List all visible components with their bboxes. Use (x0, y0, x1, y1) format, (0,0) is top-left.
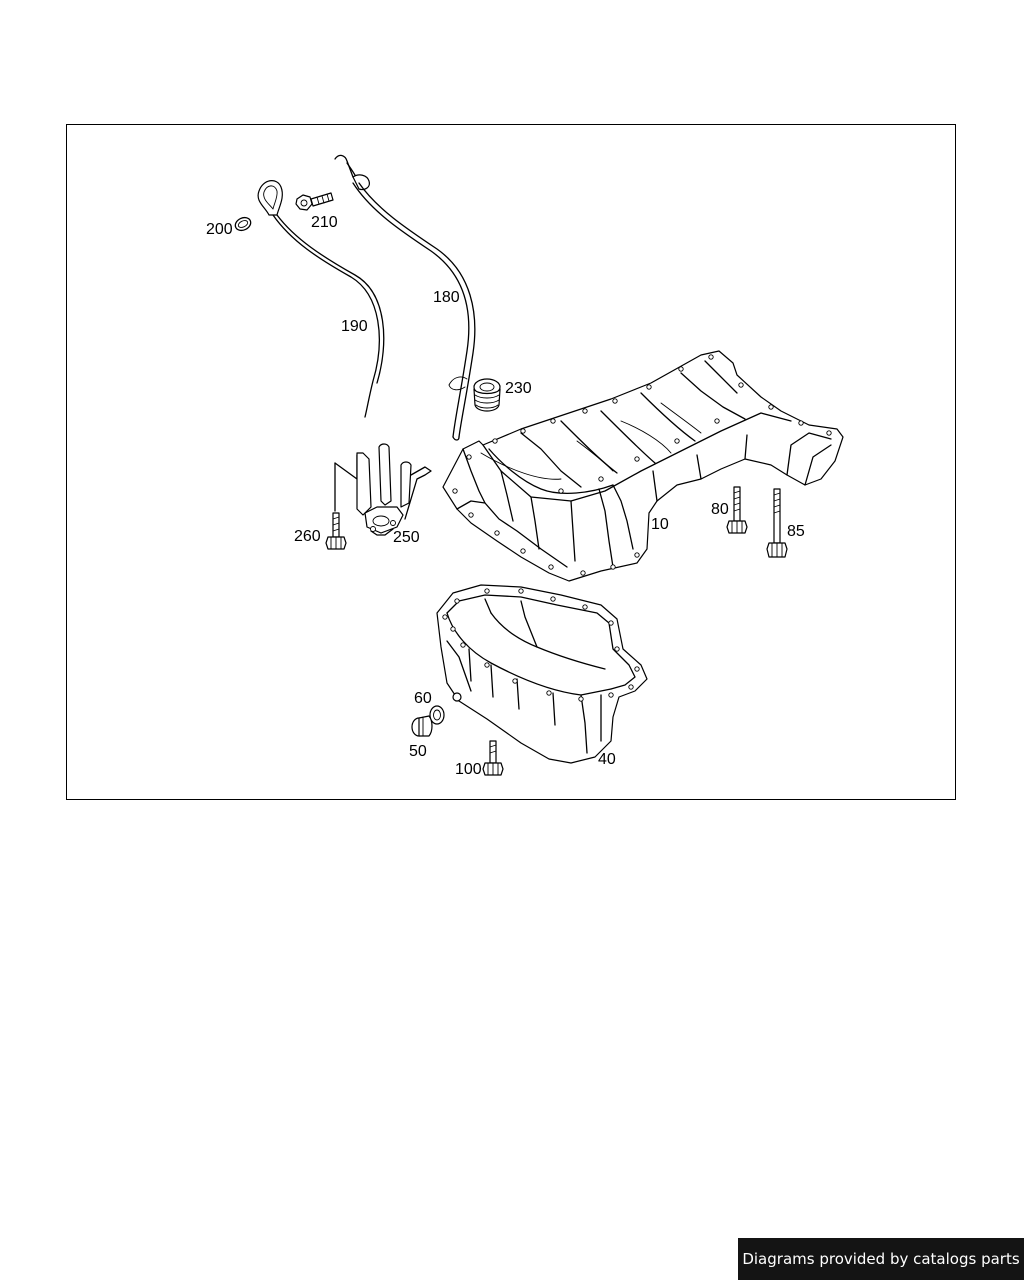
label-40: 40 (598, 751, 616, 768)
credit-text: Diagrams provided by catalogs parts (742, 1250, 1020, 1268)
part-250-oil-pickup[interactable] (334, 443, 432, 536)
label-250: 250 (393, 529, 420, 546)
label-180: 180 (433, 289, 460, 306)
part-80-bolt[interactable] (726, 486, 748, 534)
label-100: 100 (455, 761, 482, 778)
part-260-bolt[interactable] (325, 512, 347, 550)
diagram-frame: 200 210 190 180 230 10 80 85 260 250 60 … (66, 124, 956, 800)
label-230: 230 (505, 380, 532, 397)
part-100-bolt[interactable] (482, 740, 504, 776)
label-210: 210 (311, 214, 338, 231)
part-190-dipstick[interactable] (257, 180, 385, 418)
oil-pan-exploded-diagram: 200 210 190 180 230 10 80 85 260 250 60 … (206, 154, 844, 778)
part-40-lower-oil-pan[interactable] (436, 584, 648, 764)
part-180-guide-tube[interactable] (334, 154, 476, 441)
label-80: 80 (711, 501, 729, 518)
label-260: 260 (294, 528, 321, 545)
label-200: 200 (206, 221, 233, 238)
part-50-drain-plug[interactable] (411, 715, 433, 737)
part-200-o-ring[interactable] (233, 215, 253, 233)
part-210-bolt[interactable] (295, 192, 334, 211)
part-230-plug[interactable] (473, 378, 501, 412)
label-60: 60 (414, 690, 432, 707)
part-60-seal-ring[interactable] (429, 705, 445, 725)
label-10: 10 (651, 516, 669, 533)
part-10-upper-oil-pan[interactable] (442, 350, 844, 582)
credit-badge: Diagrams provided by catalogs parts (738, 1238, 1024, 1280)
label-50: 50 (409, 743, 427, 760)
upper-pan-bolt-holes (452, 354, 832, 576)
label-85: 85 (787, 523, 805, 540)
lower-pan-bolt-holes (442, 588, 640, 702)
part-85-bolt[interactable] (766, 488, 788, 558)
label-190: 190 (341, 318, 368, 335)
